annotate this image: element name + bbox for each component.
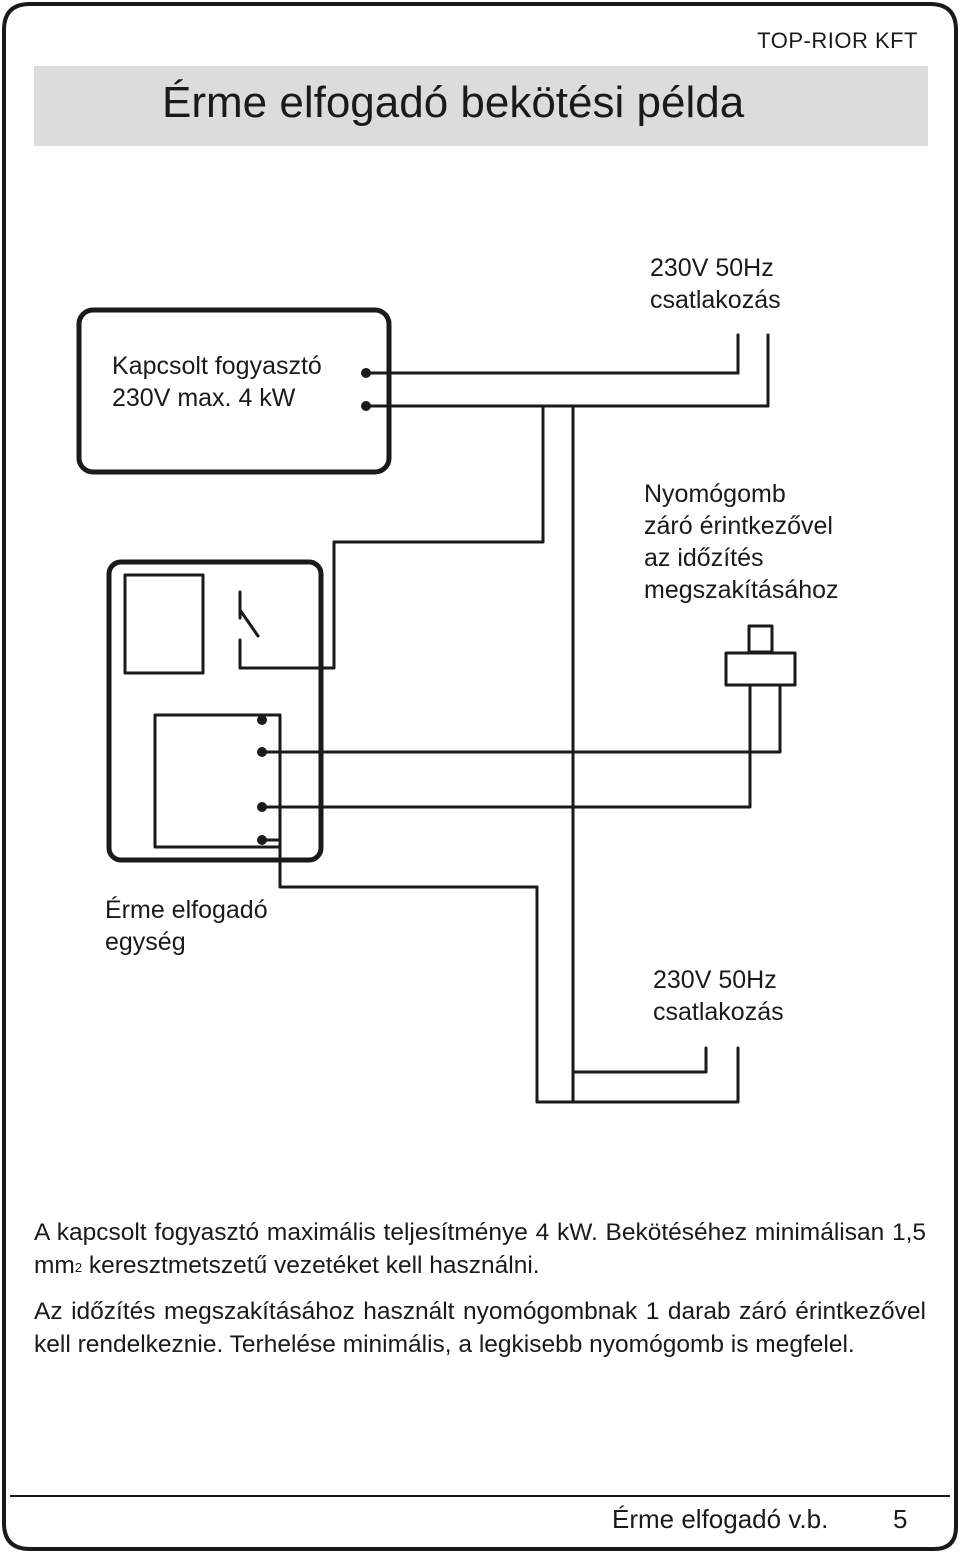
terminal-4 — [257, 835, 267, 845]
wire-button-2 — [260, 684, 752, 809]
coin-unit-relay-box — [123, 573, 205, 675]
wire-load-mains-2 — [364, 333, 770, 408]
paragraph-1: A kapcsolt fogyasztó maximális teljesítm… — [34, 1219, 926, 1279]
wire-mains-bottom-1 — [260, 404, 575, 1104]
title-bar — [34, 66, 928, 146]
load-terminal-1 — [361, 368, 371, 378]
wire-mains-bottom-2 — [535, 885, 740, 1104]
page-title: Érme elfogadó bekötési példa — [162, 78, 745, 127]
push-button-cap — [747, 624, 774, 654]
load-label: Kapcsolt fogyasztó 230V max. 4 kW — [112, 352, 322, 412]
wire-mains-bottom-3 — [571, 1046, 708, 1074]
footer-doc-name: Érme elfogadó v.b. — [612, 1504, 829, 1534]
load-box — [76, 307, 392, 475]
mains-bottom-label: 230V 50Hz csatlakozás — [653, 966, 784, 1026]
terminal-3 — [257, 802, 267, 812]
button-label: Nyomógomb záró érintkezővel az időzítés … — [644, 480, 839, 604]
terminal-2 — [257, 747, 267, 757]
coin-unit-terminal-box — [153, 713, 282, 849]
wire-button-1 — [260, 684, 782, 754]
terminal-1 — [257, 715, 267, 725]
mains-top-label: 230V 50Hz csatlakozás — [650, 254, 781, 314]
company-name: TOP-RIOR KFT — [757, 28, 918, 53]
coin-unit-box — [106, 559, 324, 863]
push-button-body — [724, 651, 797, 687]
load-terminal-2 — [361, 401, 371, 411]
page-number: 5 — [893, 1504, 908, 1534]
paragraph-2: Az időzítés megszakításához használt nyo… — [34, 1298, 926, 1358]
unit-label: Érme elfogadó egység — [105, 896, 268, 956]
relay-contact-switch — [238, 608, 260, 638]
wire-load-mains-1 — [364, 333, 740, 375]
